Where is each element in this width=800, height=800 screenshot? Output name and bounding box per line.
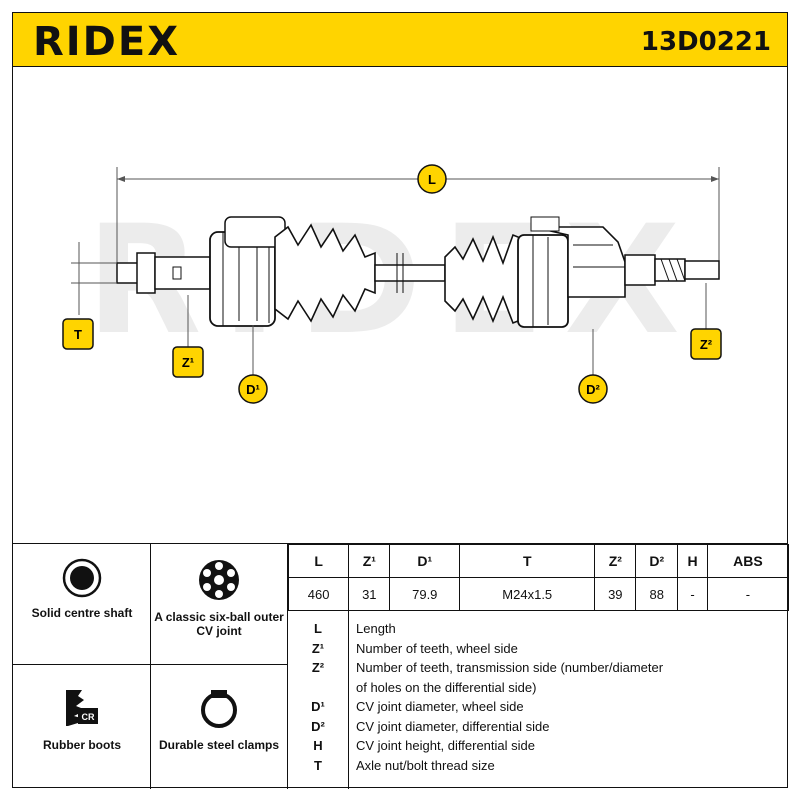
label-D1: D¹ (238, 374, 268, 404)
steel-clamp-icon (201, 690, 237, 728)
svg-text:D²: D² (586, 382, 600, 397)
drive-shaft-drawing: RIDEX (12, 67, 788, 543)
centre-shaft (374, 264, 446, 282)
solid-shaft-icon (62, 558, 102, 598)
label-T: T (62, 318, 94, 350)
rubber-boot-icon: CR (66, 690, 98, 726)
label-D2: D² (578, 374, 608, 404)
specs-value-row: 460 31 79.9 M24x1.5 39 88 - - (287, 577, 790, 611)
part-number: 13D0221 (640, 27, 771, 57)
svg-text:L: L (428, 172, 436, 187)
label-L: L (417, 164, 447, 194)
svg-text:CR: CR (82, 712, 95, 722)
drive-shaft-svg: RIDEX (62, 164, 722, 404)
feature-solid-shaft: Solid centre shaft (13, 558, 151, 620)
label-Z2: Z² (690, 328, 722, 360)
brand-logo: RIDEX (33, 19, 181, 65)
specs-table: L Z¹ D¹ T Z² D² H ABS 460 31 79.9 M24x1.… (287, 544, 790, 611)
feature-steel-clamps: Durable steel clamps (150, 686, 288, 752)
feature-six-ball-joint: A classic six-ball outer CV joint (150, 558, 288, 638)
label-Z1: Z¹ (172, 346, 204, 378)
feature-rubber-boots: CR Rubber boots (13, 686, 151, 752)
svg-text:Z²: Z² (700, 337, 713, 352)
svg-text:T: T (74, 327, 82, 342)
specs-header-row: L Z¹ D¹ T Z² D² H ABS (287, 544, 790, 578)
six-ball-joint-icon (199, 560, 239, 600)
info-panel: Solid centre shaft A classic six-ball ou… (12, 543, 790, 789)
svg-text:D¹: D¹ (246, 382, 260, 397)
svg-text:Z¹: Z¹ (182, 355, 194, 370)
header-bar: RIDEX 13D0221 (12, 12, 788, 67)
outer-boot (274, 223, 376, 323)
legend-item: Z² Number of teeth, transmission side (n… (311, 660, 664, 695)
